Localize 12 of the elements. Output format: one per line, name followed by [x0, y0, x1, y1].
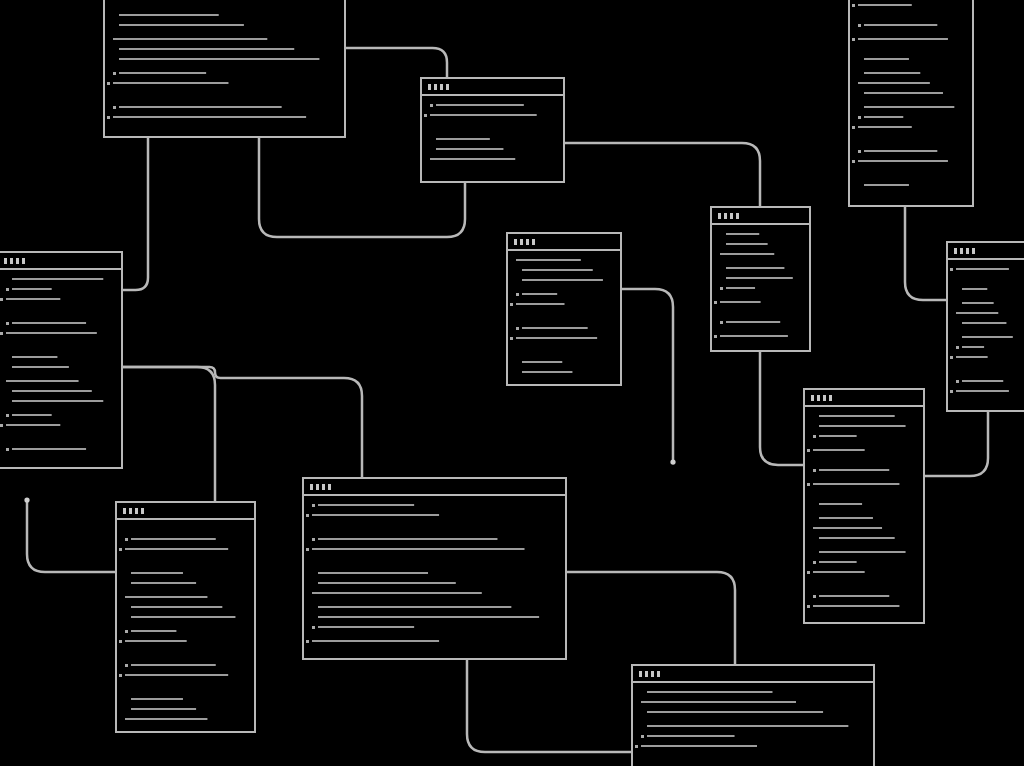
- connector-line: [123, 138, 150, 292]
- connector-line: [346, 46, 449, 77]
- connector-line: [903, 207, 946, 302]
- connector-line: [123, 365, 364, 477]
- connector-line: [925, 412, 990, 478]
- connector-line: [24, 497, 115, 574]
- connector-line: [622, 287, 676, 465]
- connector-line: [257, 138, 467, 239]
- connector-line: [465, 660, 631, 754]
- connector-line: [567, 570, 737, 664]
- connector-line: [758, 352, 803, 467]
- connector-line: [565, 141, 762, 206]
